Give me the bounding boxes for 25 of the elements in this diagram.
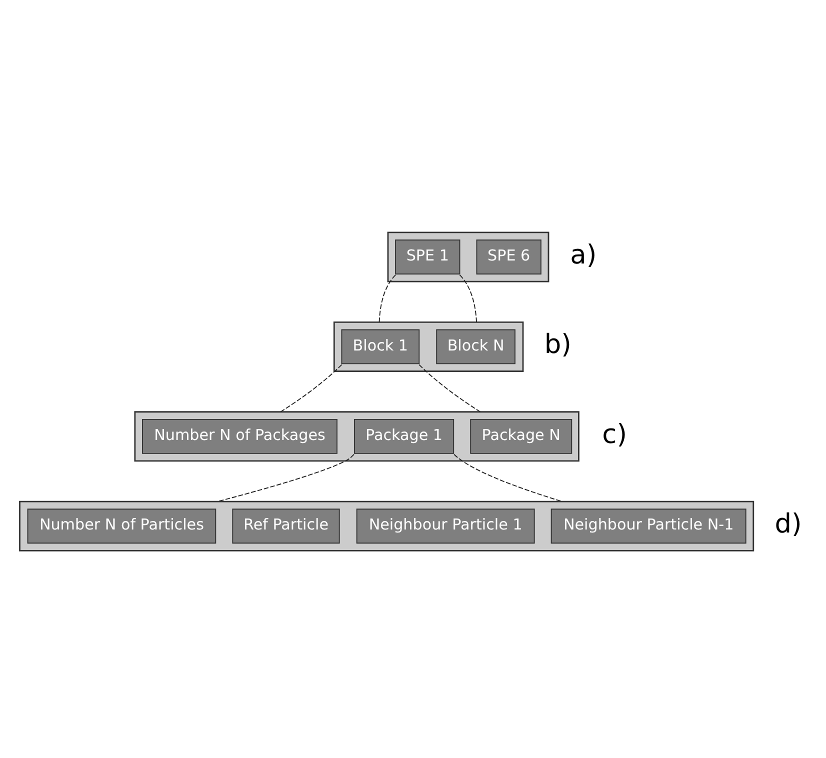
connector — [280, 364, 342, 412]
node-box: Ref Particle — [232, 508, 340, 544]
label: d) — [774, 508, 802, 540]
node-box: Number N of Packages — [142, 418, 338, 454]
connector — [459, 274, 477, 323]
node-box: Neighbour Particle 1 — [356, 508, 535, 544]
node-box: Package 1 — [354, 418, 454, 454]
cluster — [134, 411, 580, 462]
node-box: Block N — [436, 329, 516, 364]
node-box: Package N — [470, 418, 572, 454]
connector — [378, 274, 396, 323]
cluster — [333, 321, 524, 372]
node-box: Neighbour Particle N-1 — [550, 508, 746, 544]
connector — [454, 454, 563, 502]
node-box: Number N of Particles — [27, 508, 216, 544]
cluster — [19, 500, 754, 552]
connector — [216, 454, 354, 502]
node-box: Block 1 — [341, 329, 420, 364]
label: a) — [570, 240, 597, 271]
cluster — [387, 232, 550, 282]
label: c) — [602, 418, 628, 450]
label: b) — [544, 329, 572, 360]
node-box: SPE 1 — [395, 240, 460, 274]
node-box: SPE 6 — [476, 240, 542, 274]
connector — [418, 364, 481, 412]
